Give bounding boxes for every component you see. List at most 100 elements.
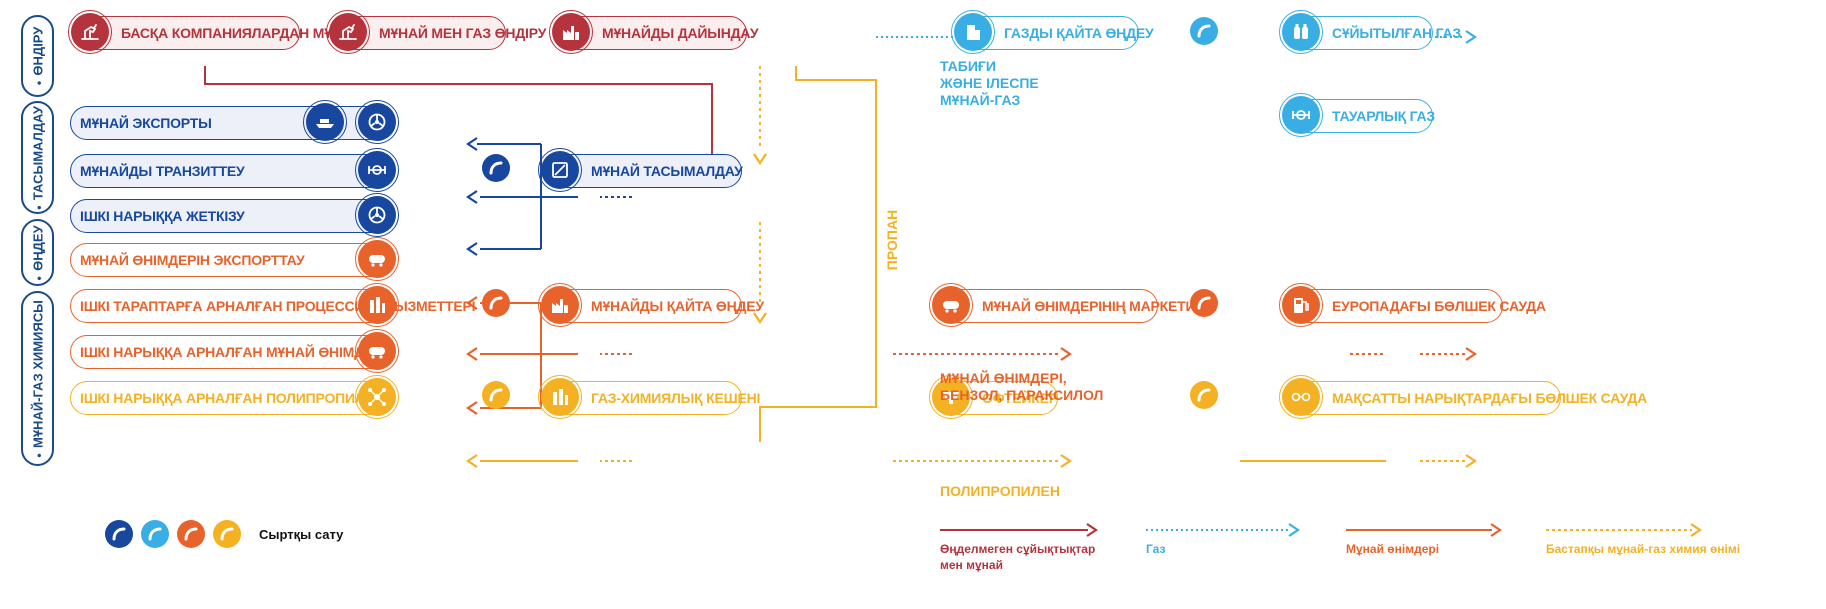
arrowhead — [466, 296, 478, 310]
valve-icon — [1279, 93, 1323, 137]
tank-icon — [929, 283, 973, 327]
node-commodity-gas: ТАУАРЛЫҚ ГАЗ — [1279, 93, 1435, 137]
legend-crude-label: Өңделмеген сұйықтықтар мен мұнай — [940, 541, 1095, 573]
arrowhead — [1060, 347, 1072, 361]
external-sale-icon — [482, 289, 510, 317]
hopper-icon — [929, 375, 973, 419]
node-label: МҰНАЙДЫ ТРАНЗИТТЕУ — [80, 163, 245, 179]
node-label: МАҚСАТТЫ НАРЫҚТАРДАҒЫ БӨЛШЕК САУДА — [1332, 390, 1648, 406]
legend-line: Өңделмеген сұйықтықтар — [940, 542, 1096, 556]
propane-annotation: ПРОПАН — [884, 209, 901, 271]
node-oil-transit: МҰНАЙДЫ ТРАНЗИТТЕУ — [70, 148, 399, 192]
arrowhead — [1690, 523, 1702, 537]
node-oil-transportation: МҰНАЙ ТАСЫМАЛДАУ — [538, 148, 743, 192]
arrowhead — [1465, 30, 1477, 44]
tank-icon — [355, 237, 399, 281]
annotation-line: ТАБИҒИ — [940, 58, 996, 74]
node-label: ІШКІ НАРЫҚҚА АРНАЛҒАН ПОЛИПРОПИЛЕН — [80, 390, 384, 406]
valve-icon — [355, 148, 399, 192]
side-tab-label: ӨҢДЕУ — [30, 225, 45, 280]
arrowhead — [753, 312, 767, 324]
building-icon — [951, 10, 995, 54]
tower-icon — [355, 283, 399, 327]
arrowhead — [466, 242, 478, 256]
node-label: ОФТЕЙКЕР — [982, 390, 1058, 406]
natural-gas-annotation: ТАБИҒИ ЖӘНЕ ІЛЕСПЕ МҰНАЙ-ГАЗ — [940, 58, 1039, 109]
node-label: ГАЗ-ХИМИЯЛЫҚ КЕШЕНІ — [591, 390, 761, 406]
node-label: БАСҚА КОМПАНИЯЛАРДАН МҰНАЙ — [121, 25, 362, 41]
node-label: МҰНАЙДЫ ДАЙЫНДАУ — [602, 25, 759, 41]
arrowhead — [466, 347, 478, 361]
legend-line: мен мұнай — [940, 558, 1003, 572]
node-label: МҰНАЙ МЕН ГАЗ ӨНДІРУ — [379, 25, 547, 41]
node-oil-refining: МҰНАЙДЫ ҚАЙТА ӨҢДЕУ — [538, 283, 764, 327]
pipe-icon — [538, 148, 582, 192]
legend-sale-icon — [213, 520, 241, 548]
side-tab-petrochemistry: МҰНАЙ-ГАЗ ХИМИЯСЫ — [21, 291, 54, 466]
node-oil-export: МҰНАЙ ЭКСПОРТЫ — [70, 100, 399, 144]
legend-sale-icon — [105, 520, 133, 548]
polypropylene-annotation: ПОЛИПРОПИЛЕН — [940, 483, 1060, 499]
node-other-companies-oil: БАСҚА КОМПАНИЯЛАРДАН МҰНАЙ — [68, 10, 362, 54]
legend-external-sales-label: Сыртқы сату — [259, 527, 344, 542]
node-offtaker: ОФТЕЙКЕР — [929, 375, 1058, 419]
arrowhead — [1288, 523, 1300, 537]
products-annotation: МҰНАЙ ӨНІМДЕРІ, БЕНЗОЛ, ПАРАКСИЛОЛ — [940, 370, 1103, 404]
pump-icon — [68, 10, 112, 54]
external-sale-icon — [1190, 381, 1218, 409]
node-label: ГАЗДЫ ҚАЙТА ӨҢДЕУ — [1004, 25, 1154, 41]
side-tab-label: МҰНАЙ-ГАЗ ХИМИЯСЫ — [30, 300, 45, 458]
arrowhead — [466, 454, 478, 468]
legend-gas-label: Газ — [1146, 542, 1166, 556]
external-sale-icon — [482, 381, 510, 409]
node-label: ІШКІ ТАРАПТАРҒА АРНАЛҒАН ПРОЦЕССИНГ ҚЫЗМ… — [80, 298, 476, 314]
bag-icon — [1279, 375, 1323, 419]
annotation-line: ЖӘНЕ ІЛЕСПЕ — [940, 75, 1039, 91]
annotation-line: МҰНАЙ-ГАЗ — [940, 92, 1021, 108]
node-liquefied-gas: СҰЙЫТЫЛҒАН ГАЗ — [1279, 10, 1461, 54]
arrowhead — [466, 401, 478, 415]
arrowhead — [466, 137, 478, 151]
legend-petrochem-label: Бастапқы мұнай-газ химия өнімі — [1546, 542, 1741, 556]
side-tab-production: ӨНДІРУ — [21, 15, 54, 97]
bottle-icon — [1279, 10, 1323, 54]
legend-sale-icon — [141, 520, 169, 548]
side-tab-label: ӨНДІРУ — [30, 27, 45, 86]
pump-icon — [326, 10, 370, 54]
arrowhead — [1060, 454, 1072, 468]
node-label: ІШКІ НАРЫҚҚА АРНАЛҒАН МҰНАЙ ӨНІМДЕРІ — [80, 344, 386, 360]
connector-line — [204, 66, 713, 155]
external-sale-icon — [1190, 17, 1218, 45]
node-label: МҰНАЙ ТАСЫМАЛДАУ — [591, 163, 743, 179]
node-processing-services: ІШКІ ТАРАПТАРҒА АРНАЛҒАН ПРОЦЕССИНГ ҚЫЗМ… — [70, 283, 476, 327]
side-tab-processing: ӨҢДЕУ — [21, 219, 54, 286]
node-label: ЕУРОПАДАҒЫ БӨЛШЕК САУДА — [1332, 298, 1546, 314]
node-label: МҰНАЙДЫ ҚАЙТА ӨҢДЕУ — [591, 298, 764, 314]
node-gas-processing: ГАЗДЫ ҚАЙТА ӨҢДЕУ — [951, 10, 1154, 54]
side-tab-label: ТАСЫМАЛДАУ — [30, 106, 45, 210]
arrowhead — [466, 190, 478, 204]
node-target-retail: МАҚСАТТЫ НАРЫҚТАРДАҒЫ БӨЛШЕК САУДА — [1279, 375, 1647, 419]
node-products-marketing: МҰНАЙ ӨНІМДЕРІНІҢ МАРКЕТИНГІ — [929, 283, 1217, 327]
side-tab-transport: ТАСЫМАЛДАУ — [21, 101, 54, 214]
node-domestic-products: ІШКІ НАРЫҚҚА АРНАЛҒАН МҰНАЙ ӨНІМДЕРІ — [70, 329, 399, 373]
tank-icon — [355, 329, 399, 373]
legend-products-label: Мұнай өнімдері — [1346, 542, 1440, 556]
fuel-icon — [1279, 283, 1323, 327]
arrowhead — [753, 153, 767, 165]
node-product-export: МҰНАЙ ӨНІМДЕРІН ЭКСПОРТТАУ — [70, 237, 399, 281]
arrowhead — [1465, 347, 1477, 361]
node-oil-preparation: МҰНАЙДЫ ДАЙЫНДАУ — [549, 10, 759, 54]
node-label: МҰНАЙ ЭКСПОРТЫ — [80, 115, 212, 131]
arrowhead — [1490, 523, 1502, 537]
factory-icon — [549, 10, 593, 54]
node-label: СҰЙЫТЫЛҒАН ГАЗ — [1332, 25, 1461, 41]
node-oil-gas-production: МҰНАЙ МЕН ГАЗ ӨНДІРУ — [326, 10, 546, 54]
external-sale-icon — [1190, 289, 1218, 317]
node-domestic-delivery: ІШКІ НАРЫҚҚА ЖЕТКІЗУ — [70, 193, 399, 237]
factory-icon — [538, 283, 582, 327]
legend-sale-icon — [177, 520, 205, 548]
arrowhead — [1086, 523, 1098, 537]
external-sale-icon — [482, 154, 510, 182]
